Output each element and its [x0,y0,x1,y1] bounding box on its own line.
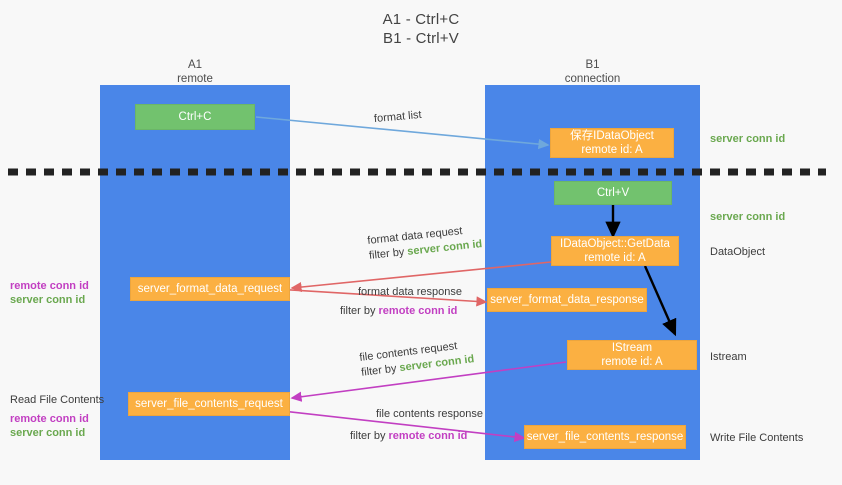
title-line-1: A1 - Ctrl+C [382,11,460,28]
note-left-format-remote-conn-id: remote conn id [10,280,89,292]
node-server-file-contents-request-label: server_file_contents_request [135,398,283,410]
node-ctrl-c[interactable]: Ctrl+C [135,104,255,130]
title-line-2: B1 - Ctrl+V [383,30,459,47]
edge-label-format-data-request: format data request filter by server con… [367,222,483,264]
edge-label-file-contents-response: file contents response filter by remote … [350,407,484,444]
node-idataobject-getdata[interactable]: IDataObject::GetData remote id: A [551,236,679,266]
node-server-file-contents-response-label: server_file_contents_response [526,431,684,443]
note-read-file-contents-text: Read File Contents [10,394,105,406]
node-store-idataobject[interactable]: 保存IDataObject remote id: A [550,128,674,158]
filter-key-remote-conn-id: remote conn id [388,430,468,442]
node-server-file-contents-request[interactable]: server_file_contents_request [128,392,290,416]
note-left-file-conn-ids: remote conn id server conn id [10,412,89,440]
note-write-file-contents-text: Write File Contents [710,432,804,444]
page-title: A1 - Ctrl+C B1 - Ctrl+V [0,10,842,48]
node-getdata-label: IDataObject::GetData [560,238,670,250]
note-left-format-conn-ids: remote conn id server conn id [10,279,89,307]
edge-label-format-data-response-line1: format data response [358,286,462,298]
node-server-format-data-response[interactable]: server_format_data_response [487,288,647,312]
lane-a1-sub: remote [177,73,213,85]
edge-label-file-contents-request: file contents request filter by server c… [359,337,476,381]
node-server-file-contents-response[interactable]: server_file_contents_response [524,425,686,449]
edge-label-format-list-text: format list [373,108,423,126]
edge-label-format-list: format list [373,108,423,127]
note-istream: Istream [710,350,747,364]
lane-b1-sub: connection [564,73,621,85]
note-dataobject: DataObject [710,245,765,259]
node-store-idataobject-remote-id: remote id: A [581,144,643,156]
node-istream-remote-id: remote id: A [601,356,663,368]
note-left-file-remote-conn-id: remote conn id [10,413,89,425]
filter-prefix: filter by [360,362,401,379]
node-ctrl-c-label: Ctrl+C [178,111,212,123]
node-istream-label: IStream [611,342,653,354]
node-server-format-data-request-label: server_format_data_request [137,283,283,295]
note-server-conn-id-top-text: server conn id [710,133,786,145]
filter-prefix: filter by [368,245,408,262]
note-left-format-server-conn-id: server conn id [10,294,86,306]
node-server-format-data-request[interactable]: server_format_data_request [130,277,290,301]
edge-label-format-data-response: format data response filter by remote co… [340,285,462,319]
note-write-file-contents: Write File Contents [710,431,803,445]
lane-b1-name: B1 [585,59,600,71]
node-ctrl-v[interactable]: Ctrl+V [554,181,672,205]
note-read-file-contents: Read File Contents [10,393,104,407]
note-dataobject-text: DataObject [710,246,766,258]
node-istream[interactable]: IStream remote id: A [567,340,697,370]
node-server-format-data-response-label: server_format_data_response [490,294,644,306]
edge-label-format-data-response-filter: filter by remote conn id [340,304,462,319]
node-store-idataobject-label: 保存IDataObject [570,130,654,142]
filter-prefix: filter by [340,305,379,317]
lane-header-a1: A1 remote [100,58,290,86]
lane-a1-name: A1 [187,59,203,71]
node-ctrl-v-label: Ctrl+V [596,187,630,199]
note-server-conn-id-mid-text: server conn id [710,211,786,223]
note-server-conn-id-top: server conn id [710,132,785,146]
note-server-conn-id-mid: server conn id [710,210,785,224]
edge-label-file-contents-response-filter: filter by remote conn id [350,429,483,444]
lane-header-b1: B1 connection [485,58,700,86]
note-istream-text: Istream [710,351,747,363]
filter-prefix: filter by [350,430,389,442]
node-getdata-remote-id: remote id: A [584,252,646,264]
filter-key-remote-conn-id: remote conn id [378,305,458,317]
edge-label-file-contents-response-line1: file contents response [376,408,484,420]
note-left-file-server-conn-id: server conn id [10,427,86,439]
